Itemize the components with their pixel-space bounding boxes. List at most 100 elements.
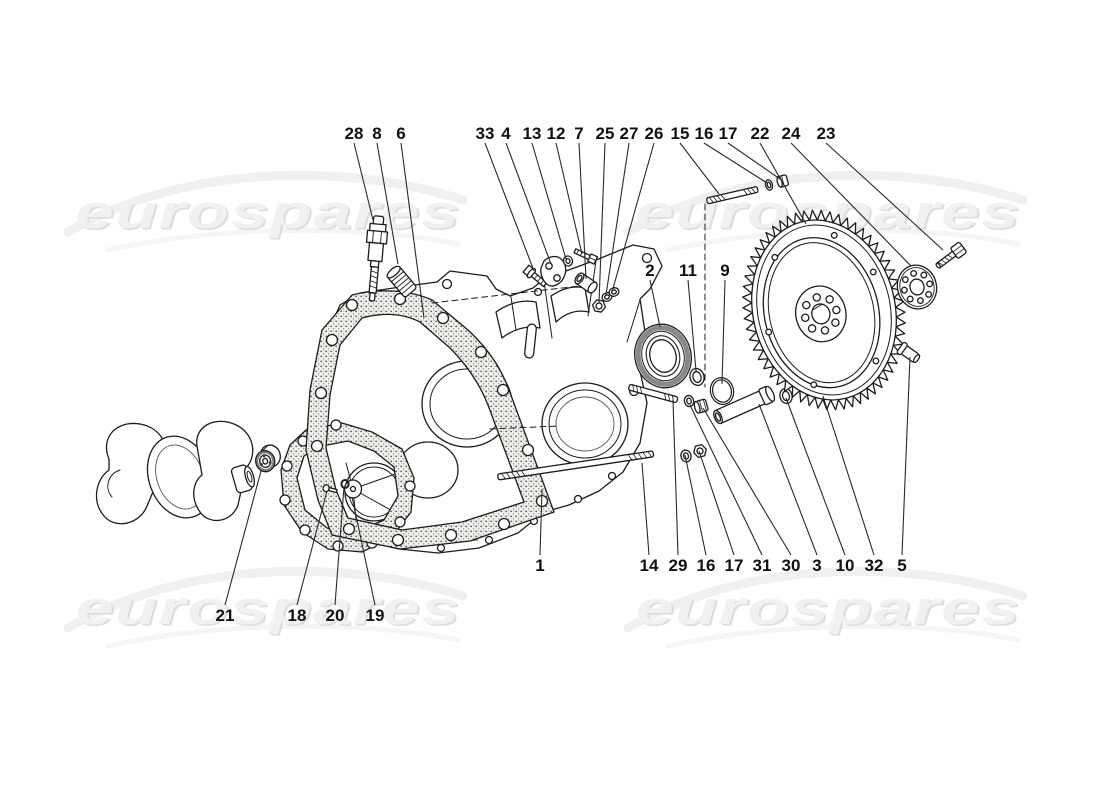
leader-line xyxy=(721,279,726,385)
part-number-label: 33 xyxy=(476,124,495,143)
leader-line xyxy=(698,450,735,556)
leader-line xyxy=(687,279,697,372)
assembly-axis-bore xyxy=(489,425,559,430)
leader-line xyxy=(296,490,328,606)
part-number-label: 3 xyxy=(812,556,821,575)
part-number-label: 26 xyxy=(645,124,664,143)
watermark-text-shadow: eurospares xyxy=(638,583,1023,636)
washer-part-29 xyxy=(683,394,695,408)
leader-line xyxy=(825,142,944,251)
leader-line xyxy=(334,486,345,606)
callout-12: 12 xyxy=(547,124,583,255)
screw-part-12 xyxy=(573,248,599,265)
callout-28: 28 xyxy=(345,124,374,221)
callout-5: 5 xyxy=(897,356,911,575)
watermark-text-shadow: eurospares xyxy=(78,187,463,240)
leader-line xyxy=(901,356,911,556)
plug-part-5 xyxy=(896,341,921,364)
stud-part-14-upper xyxy=(628,383,679,404)
spacer-plate-part-24 xyxy=(896,264,938,310)
leader-line xyxy=(641,462,650,556)
leader-line xyxy=(224,470,262,606)
bolt-part-23 xyxy=(935,241,967,269)
callout-27: 27 xyxy=(605,124,638,296)
part-number-label: 28 xyxy=(345,124,364,143)
leader-line xyxy=(758,403,818,556)
part-number-label: 4 xyxy=(501,124,511,143)
callout-16: 16 xyxy=(684,454,715,575)
leader-line xyxy=(689,404,763,556)
callout-17: 17 xyxy=(719,124,781,180)
leader-line xyxy=(353,142,374,221)
bearing-part-21 xyxy=(255,444,281,473)
part-number-label: 9 xyxy=(720,261,729,280)
callout-9: 9 xyxy=(720,261,730,385)
leader-line xyxy=(555,142,583,255)
leader-line xyxy=(598,142,606,304)
part-number-label: 30 xyxy=(782,556,801,575)
callout-2: 2 xyxy=(645,261,661,328)
part-number-label: 10 xyxy=(836,556,855,575)
main-gasket-part-6 xyxy=(305,290,555,550)
callout-6: 6 xyxy=(396,124,425,319)
part-number-label: 22 xyxy=(751,124,770,143)
screw-part-18 xyxy=(322,484,338,494)
leader-line xyxy=(822,395,875,556)
callout-25: 25 xyxy=(596,124,614,304)
o-ring-part-9 xyxy=(709,377,735,405)
part-number-label: 24 xyxy=(782,124,801,143)
callout-4: 4 xyxy=(501,124,552,265)
leader-line xyxy=(505,142,552,265)
callout-21: 21 xyxy=(216,470,262,625)
stud-part-15 xyxy=(706,186,759,205)
leader-line xyxy=(376,142,399,265)
callout-16: 16 xyxy=(695,124,768,184)
seal-ring-part-11 xyxy=(689,367,705,387)
leader-line xyxy=(727,142,781,180)
callout-29: 29 xyxy=(669,399,687,575)
callout-30: 30 xyxy=(702,407,801,575)
leader-line xyxy=(702,407,792,556)
callout-10: 10 xyxy=(785,397,855,575)
callout-3: 3 xyxy=(758,403,822,575)
part-number-label: 8 xyxy=(372,124,381,143)
leader-line xyxy=(484,142,535,272)
watermark-text: eurospares xyxy=(76,185,461,238)
flywheel-part-22 xyxy=(742,209,906,411)
callout-17: 17 xyxy=(698,450,743,575)
part-number-label: 13 xyxy=(523,124,542,143)
part-number-label: 15 xyxy=(671,124,690,143)
leader-line xyxy=(531,142,567,260)
watermark-text: eurospares xyxy=(76,581,461,634)
leader-line xyxy=(539,488,543,556)
oil-seal-part-2 xyxy=(634,323,692,389)
callout-18: 18 xyxy=(288,490,328,625)
callout-19: 19 xyxy=(351,496,384,625)
leader-line xyxy=(703,142,768,184)
leader-line xyxy=(684,454,707,556)
part-number-label: 6 xyxy=(396,124,405,143)
nut-part-25 xyxy=(591,299,607,313)
leader-line xyxy=(611,142,655,293)
main-gasket-holes xyxy=(310,292,549,547)
bush-part-7 xyxy=(574,272,598,294)
part-number-label: 7 xyxy=(574,124,583,143)
leader-line xyxy=(679,142,720,195)
callout-23: 23 xyxy=(817,124,944,251)
part-number-label: 31 xyxy=(753,556,772,575)
part-number-label: 2 xyxy=(645,261,654,280)
temp-sensor-part-28 xyxy=(365,215,389,302)
stud-part-14-lower xyxy=(497,450,655,481)
leader-line xyxy=(605,142,630,296)
crankshaft-drawing xyxy=(95,420,255,525)
leader-line xyxy=(400,142,425,319)
part-number-label: 11 xyxy=(679,261,697,280)
callout-14: 14 xyxy=(640,462,659,575)
part-number-label: 5 xyxy=(897,556,906,575)
